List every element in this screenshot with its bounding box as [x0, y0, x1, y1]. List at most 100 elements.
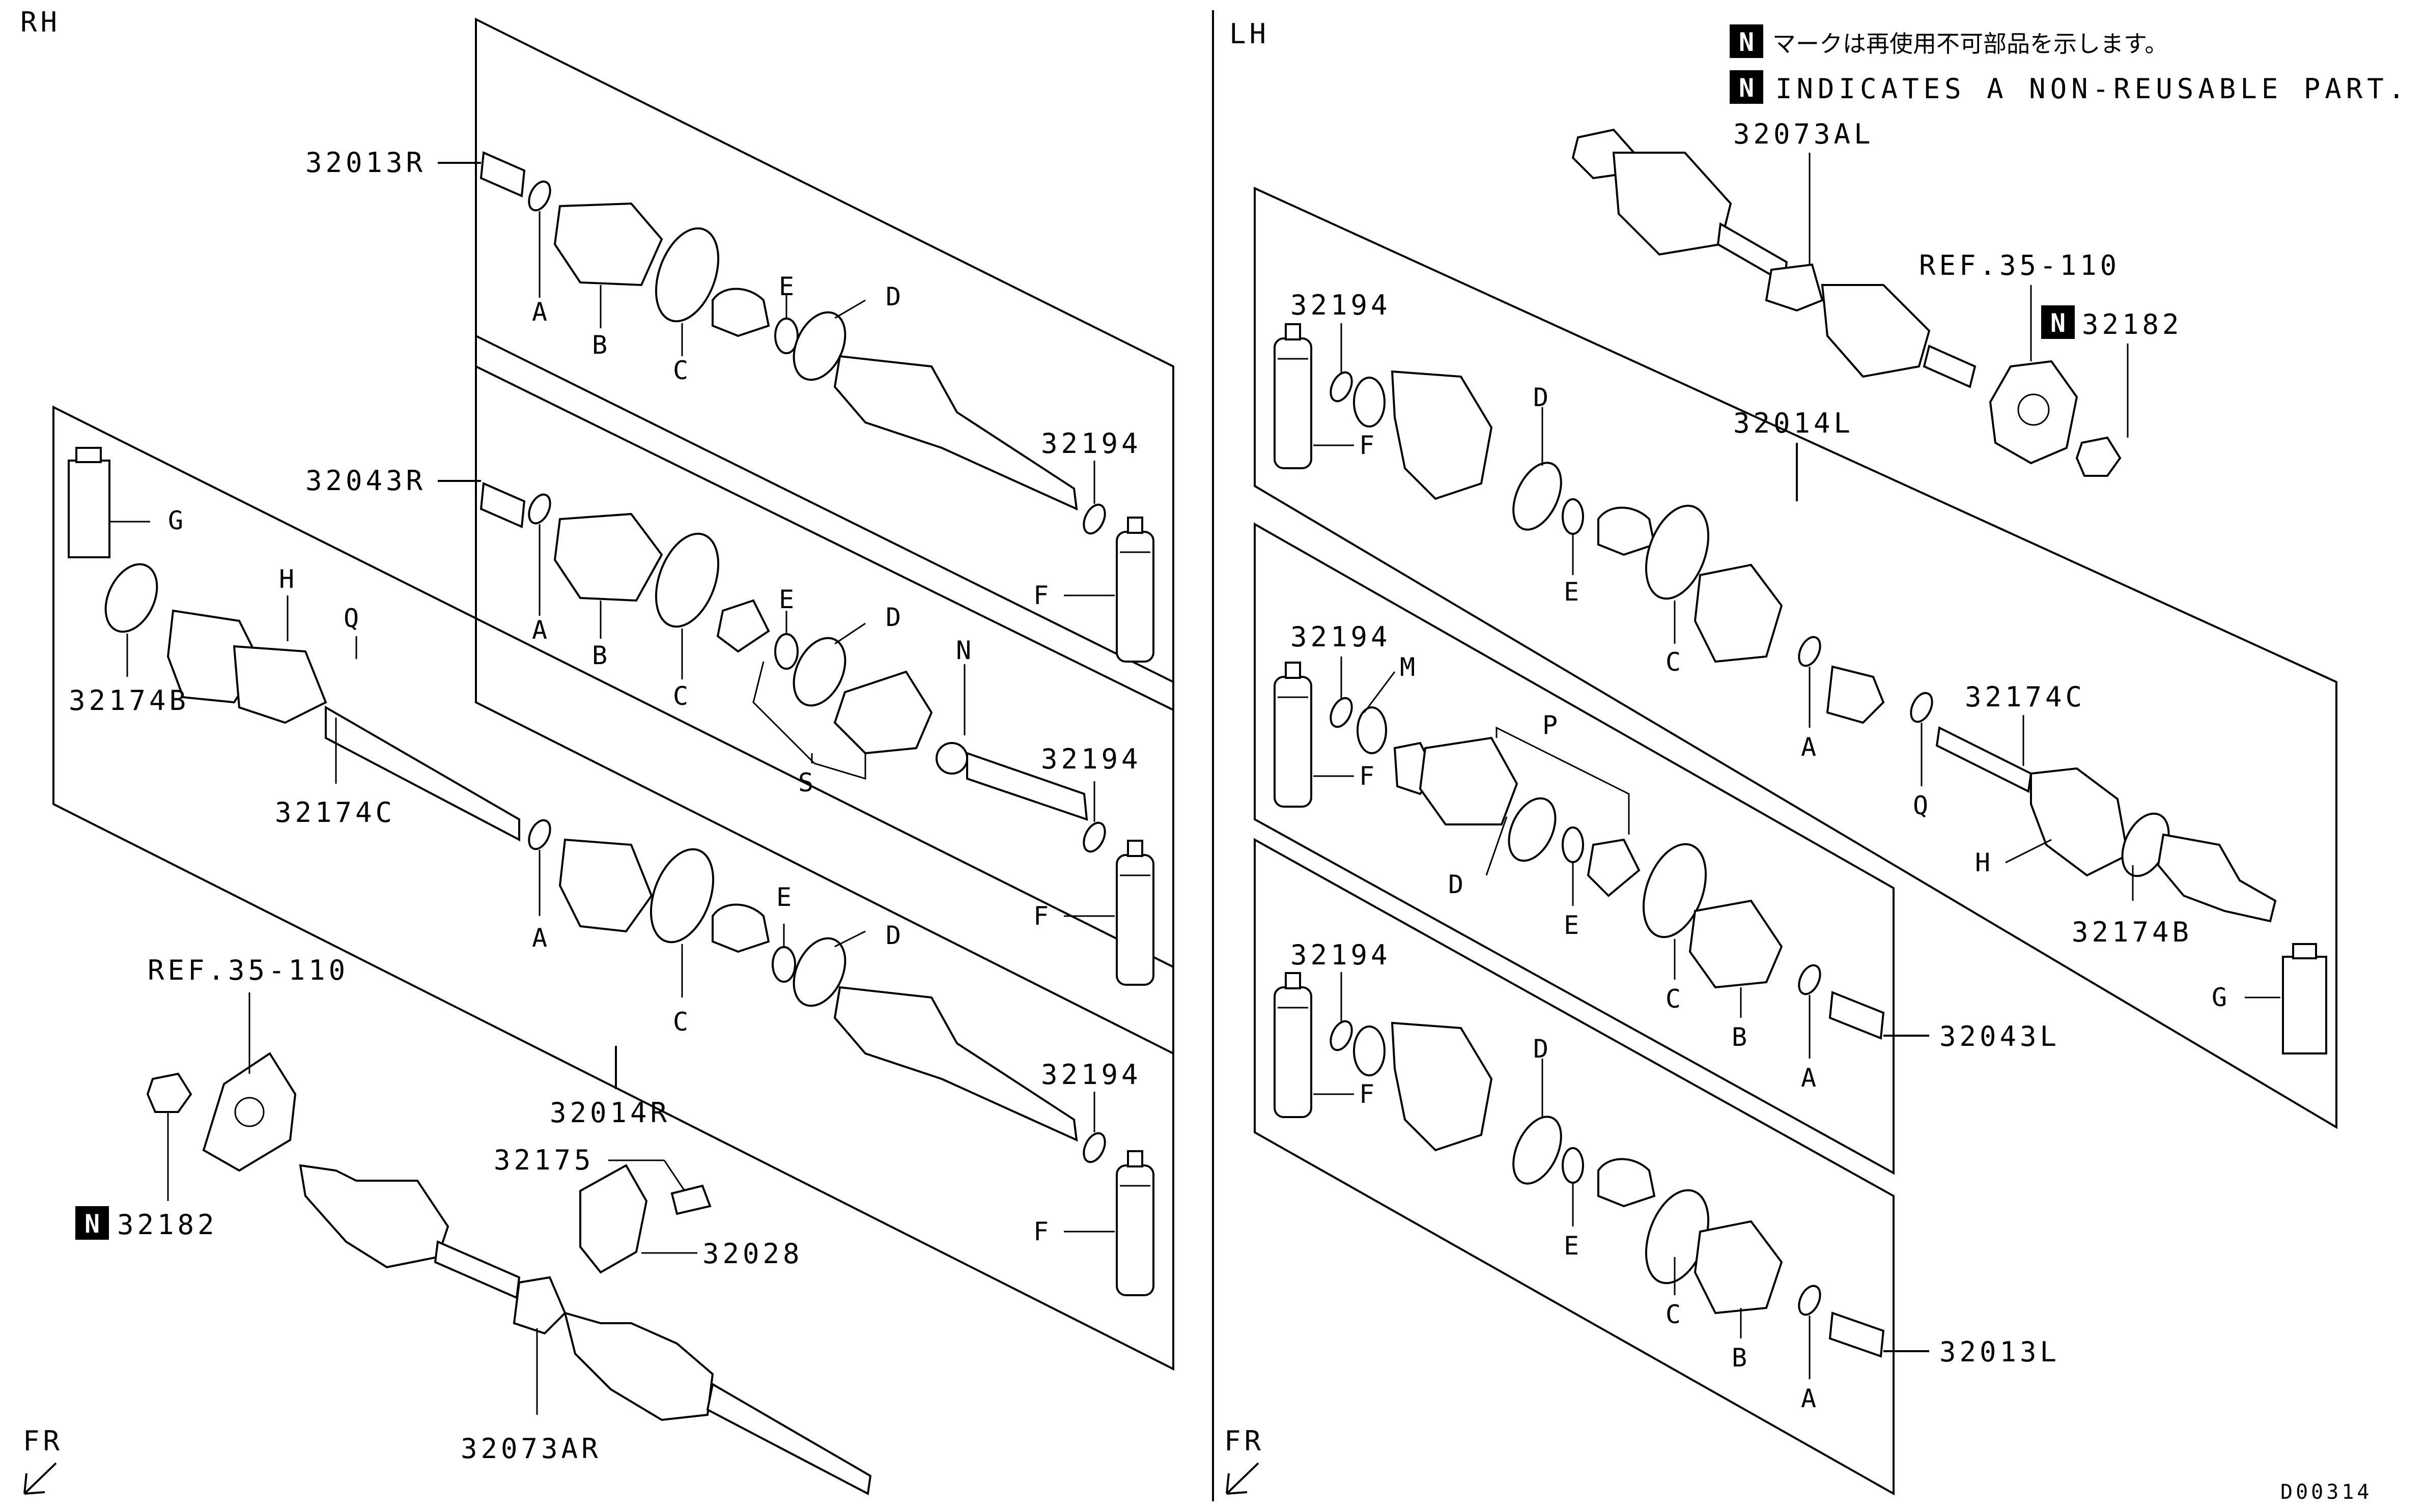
- letter-a: A: [532, 615, 547, 645]
- side-label-rh: RH: [20, 6, 61, 38]
- label-32174B: 32174B: [69, 684, 189, 717]
- label-32194-c: 32194: [1041, 1059, 1142, 1091]
- letter-c: C: [673, 1007, 688, 1037]
- letter-b: B: [1732, 1022, 1747, 1052]
- label-32182-lh: 32182: [2082, 308, 2183, 340]
- badge-letter: N: [84, 1209, 100, 1239]
- letter-b: B: [1732, 1343, 1747, 1373]
- non-reusable-badge-icon: [1730, 24, 1763, 58]
- label-32194-a: 32194: [1290, 289, 1391, 321]
- letter-c: C: [673, 356, 688, 385]
- notice-english: INDICATES A NON-REUSABLE PART.: [1775, 73, 2409, 105]
- rh-panel1-parts: [479, 151, 1154, 663]
- letter-a: A: [1801, 1063, 1816, 1093]
- label-32013R: 32013R: [305, 147, 426, 179]
- hub-flange-rh: [202, 1052, 297, 1172]
- rh-lower-assembly: [146, 1052, 872, 1496]
- label-32182-rh: 32182: [117, 1209, 218, 1241]
- letter-d: D: [886, 282, 901, 311]
- label-32174C-lh: 32174C: [1965, 681, 2085, 713]
- letter-h: H: [279, 564, 294, 594]
- letter-d: D: [1533, 383, 1548, 412]
- label-32194-b: 32194: [1290, 621, 1391, 653]
- panel-32043L: [1254, 522, 1895, 1175]
- letter-a: A: [532, 923, 547, 953]
- badge-letter: N: [2050, 308, 2066, 338]
- diagram-code: D00314: [2280, 1480, 2373, 1504]
- non-reusable-badge-icon: [1730, 70, 1763, 104]
- letter-e: E: [1564, 910, 1579, 940]
- letter-e: E: [779, 585, 794, 614]
- letter-f: F: [1359, 1079, 1374, 1109]
- label-32043L: 32043L: [1939, 1020, 2060, 1052]
- rh-labels: 32013R 32043R A B C E D 32194 F A B C E …: [69, 147, 1142, 1465]
- label-32043R: 32043R: [305, 465, 426, 497]
- bracket-32028: [579, 1164, 648, 1274]
- letter-e: E: [1564, 1231, 1579, 1261]
- lh-labels: 32073AL REF.35-110 N 32182 32014L 32194 …: [1290, 118, 2280, 1413]
- letter-d: D: [1533, 1034, 1548, 1064]
- hub-flange-lh: [1989, 360, 2078, 465]
- hub-nut-rh: [146, 1072, 192, 1113]
- letter-s: S: [798, 768, 813, 797]
- front-arrow-lh: FR: [1224, 1425, 1264, 1495]
- label-32014L: 32014L: [1733, 407, 1854, 439]
- label-ref-rh: REF.35-110: [148, 954, 349, 986]
- label-32194-a: 32194: [1041, 427, 1142, 460]
- lh-panel1-parts: [1274, 323, 2327, 1054]
- non-reusable-badge-icon: [75, 1206, 109, 1240]
- side-label-lh: LH: [1229, 18, 1269, 50]
- letter-b: B: [592, 641, 607, 670]
- label-32175: 32175: [494, 1144, 595, 1176]
- letter-c: C: [1666, 984, 1681, 1014]
- letter-d: D: [1448, 870, 1463, 899]
- arrow-icon: [1226, 1462, 1259, 1495]
- arrow-icon: [23, 1462, 57, 1495]
- lh-top-assembly: [1571, 128, 2122, 477]
- letter-q: Q: [344, 604, 359, 633]
- non-reusable-badge-icon: [2041, 305, 2075, 339]
- panel-32014L: [1254, 186, 2337, 1129]
- letter-q: Q: [1913, 791, 1928, 820]
- letter-e: E: [776, 882, 792, 912]
- label-32174C: 32174C: [275, 796, 396, 829]
- label-32073AL: 32073AL: [1733, 118, 1874, 150]
- badge-letter: N: [1739, 27, 1754, 57]
- lh-panel3-parts: [1274, 972, 1885, 1358]
- front-arrow-rh: FR: [23, 1425, 63, 1495]
- letter-b: B: [592, 330, 607, 360]
- letter-h: H: [1975, 848, 1990, 877]
- letter-n: N: [956, 636, 971, 665]
- rh-panel3-parts: [68, 447, 1154, 1296]
- label-ref-lh: REF.35-110: [1919, 249, 2120, 281]
- letter-a: A: [1801, 732, 1816, 762]
- rh-panel2-parts: [479, 482, 1154, 986]
- letter-a: A: [532, 297, 547, 327]
- letter-g: G: [168, 506, 183, 535]
- letter-e: E: [779, 272, 794, 301]
- letter-f: F: [1033, 901, 1049, 931]
- letter-d: D: [886, 603, 901, 632]
- letter-e: E: [1564, 577, 1579, 607]
- letter-f: F: [1359, 761, 1374, 791]
- label-32013L: 32013L: [1939, 1336, 2060, 1368]
- hub-nut-lh: [2075, 436, 2122, 477]
- panel-32013L: [1254, 838, 1895, 1496]
- label-32028: 32028: [702, 1238, 803, 1270]
- letter-a: A: [1801, 1384, 1816, 1413]
- letter-m: M: [1400, 652, 1415, 682]
- badge-letter: N: [1739, 73, 1754, 103]
- bolt-32175: [670, 1184, 712, 1215]
- letter-f: F: [1359, 431, 1374, 460]
- front-label: FR: [1224, 1425, 1264, 1457]
- letter-g: G: [2212, 983, 2227, 1012]
- lh-panel2-parts: [1274, 662, 1885, 1040]
- front-label: FR: [23, 1425, 63, 1457]
- label-32073AR: 32073AR: [461, 1433, 602, 1465]
- letter-f: F: [1033, 1217, 1049, 1246]
- label-32014R: 32014R: [550, 1097, 670, 1129]
- letter-c: C: [1666, 647, 1681, 677]
- letter-d: D: [886, 921, 901, 950]
